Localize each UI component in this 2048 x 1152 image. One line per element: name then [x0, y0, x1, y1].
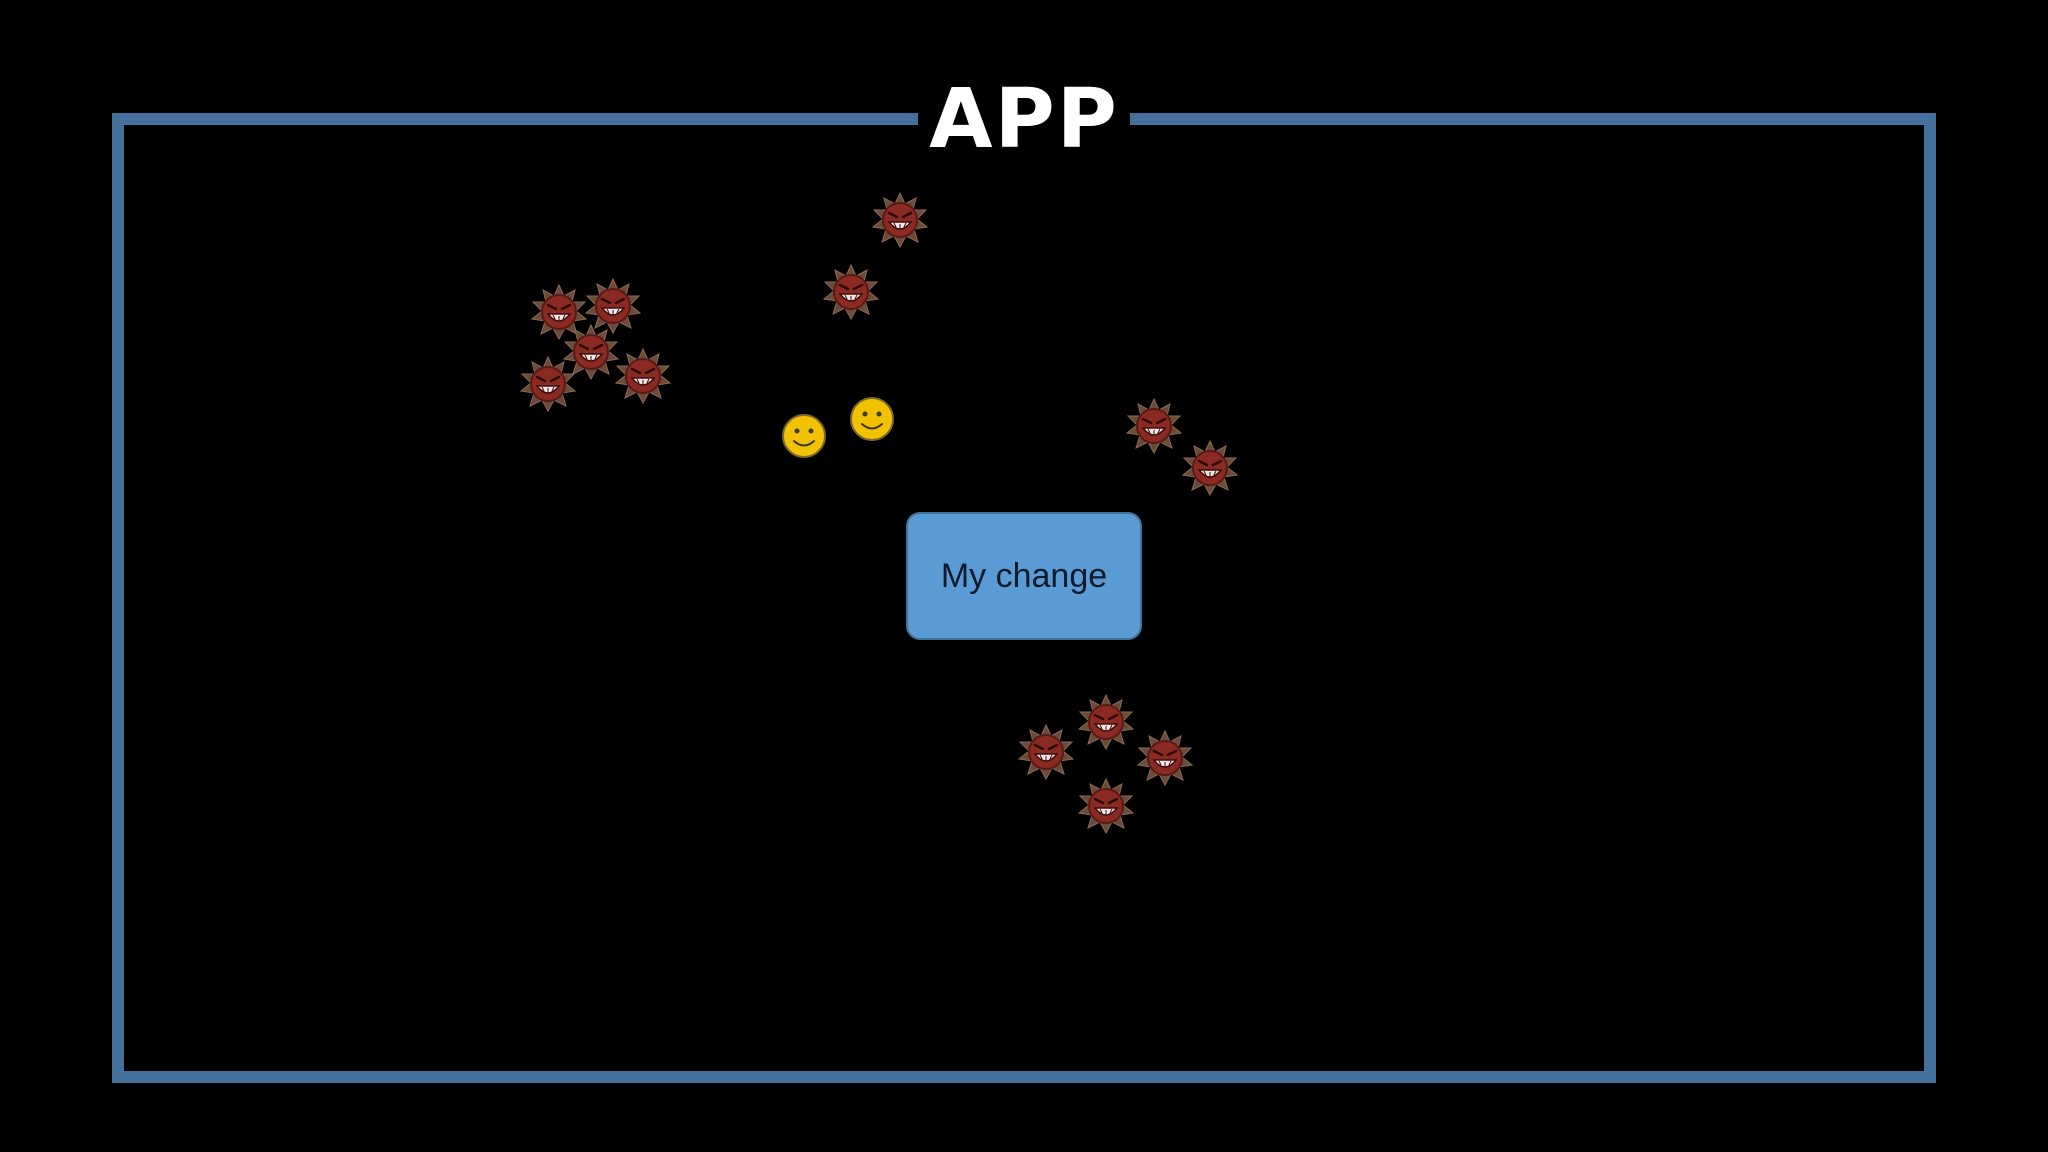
- smiley-face-icon: [850, 397, 894, 441]
- smiley-face-icon: [782, 414, 826, 458]
- virus-icon: [520, 356, 576, 412]
- my-change-button-label: My change: [940, 556, 1108, 595]
- title-area: APP: [918, 70, 1130, 170]
- virus-icon: [1078, 778, 1134, 834]
- virus-icon: [823, 264, 879, 320]
- virus-icon: [1126, 398, 1182, 454]
- virus-icon: [615, 348, 671, 404]
- app-title: APP: [929, 72, 1119, 167]
- app-frame: [112, 113, 1936, 1083]
- virus-icon: [1137, 730, 1193, 786]
- virus-icon: [872, 192, 928, 248]
- virus-icon: [1078, 694, 1134, 750]
- my-change-button[interactable]: My change: [906, 512, 1142, 640]
- virus-icon: [1018, 724, 1074, 780]
- virus-icon: [1182, 440, 1238, 496]
